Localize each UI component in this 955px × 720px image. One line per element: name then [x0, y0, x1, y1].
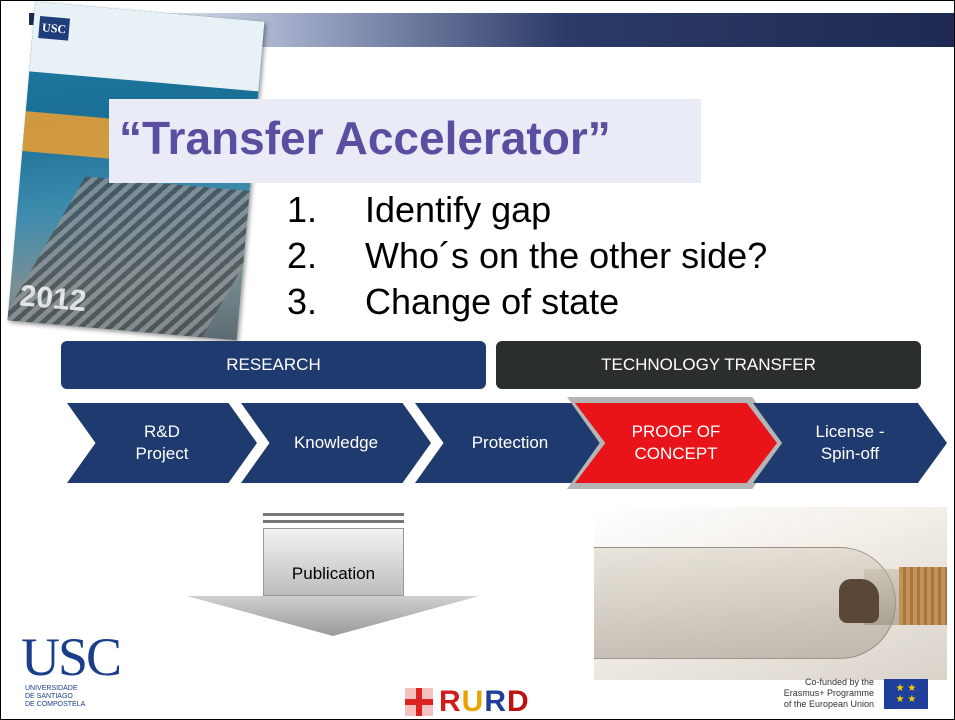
- step-proof-of-concept: PROOF OF CONCEPT: [575, 403, 777, 483]
- brochure-year: 2012: [18, 279, 88, 319]
- step-label: PROOF OF CONCEPT: [631, 422, 721, 463]
- publication-arrow-shaft: [263, 528, 404, 596]
- brochure-usc-logo: USC: [38, 16, 71, 41]
- list-number: 3.: [287, 281, 318, 322]
- list-number: 1.: [287, 189, 318, 230]
- step-protection: Protection: [415, 403, 605, 483]
- man-pushing-cork: [839, 579, 879, 623]
- rurd-wordmark: RURD: [439, 685, 530, 719]
- bottle-cork: [899, 567, 947, 625]
- list-number: 2.: [287, 235, 318, 276]
- step-label: Knowledge: [293, 433, 379, 452]
- usc-logo-subtitle: UNIVERSIDADE DE SANTIAGO DE COMPOSTELA: [25, 685, 86, 708]
- list-text: Identify gap: [365, 189, 552, 230]
- step-license-spin-off: License - Spin-off: [753, 403, 947, 483]
- step-label: Protection: [471, 433, 549, 452]
- list-item: 3. Change of state: [287, 279, 907, 325]
- title-background: [109, 99, 701, 183]
- publication-line: [263, 513, 404, 516]
- slide-title: “Transfer Accelerator”: [119, 112, 611, 164]
- step-label: R&D Project: [135, 422, 189, 463]
- erasmus-text: Co-funded by the Erasmus+ Programme of t…: [783, 677, 874, 709]
- rurd-logo: RURD: [405, 685, 530, 719]
- bottle-photo: [594, 507, 947, 680]
- rurd-flag-icon: [405, 688, 433, 716]
- step-label: License - Spin-off: [815, 422, 885, 463]
- list-item: 1. Identify gap: [287, 187, 907, 233]
- technology-transfer-phase-bar: TECHNOLOGY TRANSFER: [496, 341, 921, 389]
- usc-logo: USC UNIVERSIDADE DE SANTIAGO DE COMPOSTE…: [21, 629, 131, 715]
- eu-flag-icon: ★ ★★ ★: [884, 679, 928, 709]
- rurd-letters: RURD: [439, 685, 530, 718]
- points-list: 1. Identify gap 2. Who´s on the other si…: [287, 187, 907, 325]
- list-item: 2. Who´s on the other side?: [287, 233, 907, 279]
- usc-logo-letters: USC: [21, 627, 122, 687]
- step-rd-project: R&D Project: [67, 403, 257, 483]
- list-text: Change of state: [365, 281, 620, 322]
- step-knowledge: Knowledge: [241, 403, 431, 483]
- publication-arrow-head: [187, 596, 479, 636]
- publication-label: Publication: [291, 564, 376, 583]
- research-phase-bar: RESEARCH: [61, 341, 486, 389]
- erasmus-logo: Co-funded by the Erasmus+ Programme of t…: [749, 669, 949, 717]
- publication-line: [263, 520, 404, 523]
- list-text: Who´s on the other side?: [365, 235, 768, 276]
